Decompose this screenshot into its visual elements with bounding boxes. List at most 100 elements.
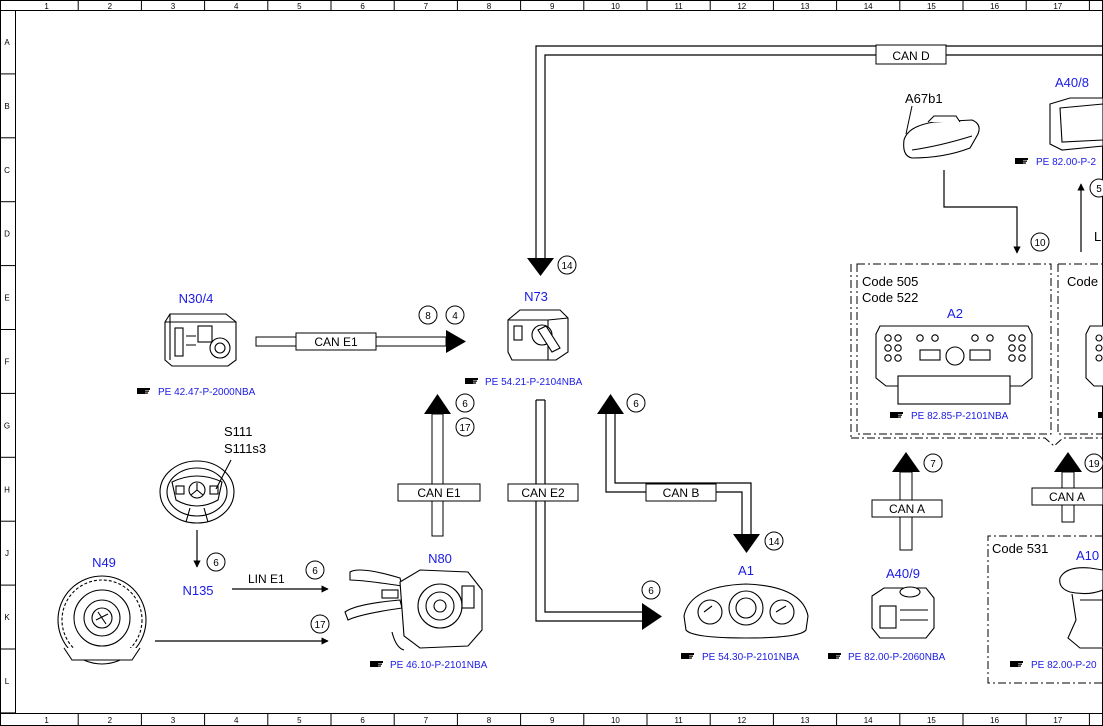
arrow-to-a1 [642, 603, 662, 630]
grid-col-label: 13 [801, 716, 810, 725]
a2-button [1018, 344, 1026, 352]
can-e1-vertical-arrow: CAN E1 [397, 394, 481, 537]
code-505: Code 505 [862, 274, 918, 289]
marker-17-lin: 17 [310, 614, 330, 634]
ref-n73: PE 54.21-P-2104NBA [465, 377, 583, 388]
grid-col-label: 3 [171, 2, 176, 11]
svg-text:8: 8 [425, 311, 431, 322]
a2-button [894, 344, 902, 352]
grid-row-label: L [5, 677, 10, 686]
grid-col-label: 5 [297, 2, 302, 11]
svg-text:17: 17 [459, 423, 471, 434]
grid-col-label: 10 [611, 2, 620, 11]
label-n135: N135 [182, 583, 213, 598]
grid-col-label: 15 [927, 2, 936, 11]
svg-text:19: 19 [1088, 459, 1100, 470]
label-a67b1: A67b1 [905, 91, 943, 106]
ref-a40-9: PE 82.00-P-2060NBA [828, 652, 946, 663]
arrow-n73-top [527, 258, 554, 276]
grid-row-label: E [4, 294, 9, 303]
svg-text:PE 82.00-P-20: PE 82.00-P-20 [1031, 660, 1097, 671]
label-a108: A10 [1076, 548, 1099, 563]
a2-button [1018, 354, 1026, 362]
svg-text:10: 10 [1034, 238, 1046, 249]
svg-text:17: 17 [314, 620, 326, 631]
marker-14-top: 14 [557, 255, 577, 275]
grid-col-label: 9 [550, 716, 555, 725]
grid-col-label: 13 [801, 2, 810, 11]
grid-row-label: K [4, 613, 10, 622]
grid-row-label: D [4, 230, 10, 239]
a2-button [931, 334, 939, 342]
svg-text:14: 14 [768, 537, 780, 548]
grid-col-label: 14 [864, 716, 873, 725]
svg-text:CAN E1: CAN E1 [314, 335, 358, 349]
svg-text:5: 5 [1096, 184, 1102, 195]
a2-button [884, 334, 892, 342]
bus-label-can-b: CAN B [663, 486, 700, 500]
grid-col-label: 5 [297, 716, 302, 725]
a108-controller [1059, 567, 1103, 649]
arrow-down-a1 [733, 534, 760, 553]
n49-sensor [57, 575, 147, 665]
a40-8-display [1049, 97, 1103, 151]
marker-7: 7 [923, 453, 943, 473]
label-n80: N80 [428, 551, 452, 566]
a2-button [916, 334, 924, 342]
grid-col-label: 1 [44, 2, 49, 11]
svg-text:CAN A: CAN A [889, 502, 925, 516]
code-right: Code [1067, 274, 1098, 289]
grid-col-label: 2 [108, 2, 113, 11]
grid-col-label: 6 [360, 2, 365, 11]
grid-row-label: B [4, 102, 9, 111]
svg-text:6: 6 [648, 586, 654, 597]
bus-label-lin-e1: LIN E1 [248, 572, 285, 586]
svg-text:PE 46.10-P-2101NBA: PE 46.10-P-2101NBA [390, 660, 488, 671]
marker-10: 10 [1030, 232, 1050, 252]
svg-text:6: 6 [462, 399, 468, 410]
grid-col-label: 16 [990, 2, 999, 11]
can-a-arrow-2: CAN A [1031, 452, 1103, 523]
svg-text:PE 82.00-P-2060NBA: PE 82.00-P-2060NBA [848, 652, 946, 663]
grid-col-label: 1 [44, 716, 49, 725]
svg-text:CAN E1: CAN E1 [417, 486, 461, 500]
grid-col-label: 7 [424, 2, 429, 11]
steering-wheel [159, 459, 235, 524]
label-n73: N73 [524, 289, 548, 304]
svg-text:14: 14 [561, 261, 573, 272]
can-a-arrow-1: CAN A [871, 452, 943, 551]
ref-n80: PE 46.10-P-2101NBA [370, 660, 488, 671]
grid-col-label: 3 [171, 716, 176, 725]
arrow-a67b1-a2 [943, 170, 1021, 254]
a40-9-controller [871, 586, 935, 639]
grid-col-label: 12 [737, 716, 746, 725]
grid-col-label: 4 [234, 2, 239, 11]
ref-a40-8: PE 82.00-P-2 [1015, 157, 1096, 168]
svg-text:6: 6 [633, 399, 639, 410]
grid-col-label: 17 [1053, 2, 1062, 11]
can-e1-arrow: CAN E1 [255, 330, 466, 353]
grid-col-label: 2 [108, 716, 113, 725]
n30-4-unit [164, 313, 237, 367]
grid-col-label: 10 [611, 716, 620, 725]
marker-6-n135: 6 [206, 552, 226, 572]
a2-button [1018, 334, 1026, 342]
a2-button [1008, 334, 1016, 342]
grid-col-label: 11 [674, 716, 683, 725]
can-d-bus [535, 45, 1103, 258]
svg-text:6: 6 [312, 566, 318, 577]
label-n30-4: N30/4 [179, 291, 214, 306]
can-e2-bus [535, 399, 642, 622]
svg-text:PE 82.00-P-2: PE 82.00-P-2 [1036, 157, 1096, 168]
label-a1: A1 [738, 563, 754, 578]
label-s111s3: S111s3 [224, 441, 266, 456]
a2-head-unit [875, 325, 1033, 405]
ref-a1: PE 54.30-P-2101NBA [681, 652, 800, 663]
ref-a2: PE 82.85-P-2101NBA [890, 411, 1009, 422]
label-a40-8: A40/8 [1055, 75, 1089, 90]
a2-button [1008, 354, 1016, 362]
svg-text:CAN A: CAN A [1049, 490, 1085, 504]
grid-col-label: 6 [360, 716, 365, 725]
bus-label-lin-partial: L [1094, 229, 1101, 244]
code-531: Code 531 [992, 541, 1048, 556]
